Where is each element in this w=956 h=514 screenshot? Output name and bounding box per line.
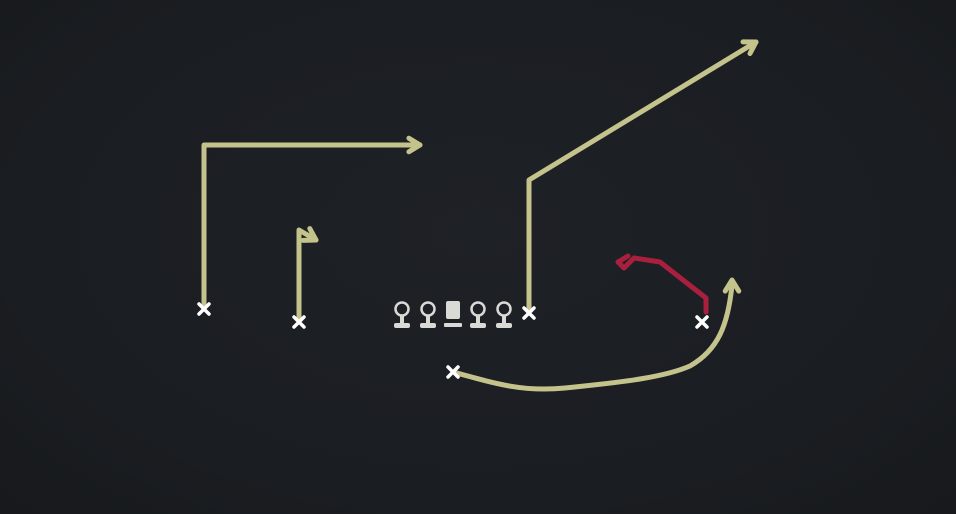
player-x-marker bbox=[197, 302, 211, 316]
go-out-arrowhead bbox=[406, 135, 423, 155]
wheel-route bbox=[450, 282, 735, 392]
wheel-arrowhead bbox=[722, 277, 742, 294]
blocking-sled-icon bbox=[470, 301, 486, 328]
stop-out-arrowhead bbox=[300, 226, 319, 243]
player-x-marker bbox=[446, 365, 460, 379]
stop-out-route bbox=[296, 227, 319, 325]
blocking-sled-icon bbox=[420, 301, 436, 328]
player-x-marker bbox=[522, 306, 536, 320]
blocking-sled-icon bbox=[496, 301, 512, 328]
post-arrowhead bbox=[740, 39, 759, 57]
routes-layer bbox=[201, 39, 759, 392]
post-route bbox=[526, 39, 759, 316]
go-out-route bbox=[201, 142, 423, 312]
option-in-route bbox=[615, 253, 709, 315]
offensive-line bbox=[394, 301, 512, 328]
player-x-marker bbox=[695, 315, 709, 329]
blocking-sled-icon bbox=[444, 301, 462, 327]
player-markers bbox=[197, 302, 709, 379]
player-x-marker bbox=[292, 315, 306, 329]
blocking-sled-icon bbox=[394, 301, 410, 328]
